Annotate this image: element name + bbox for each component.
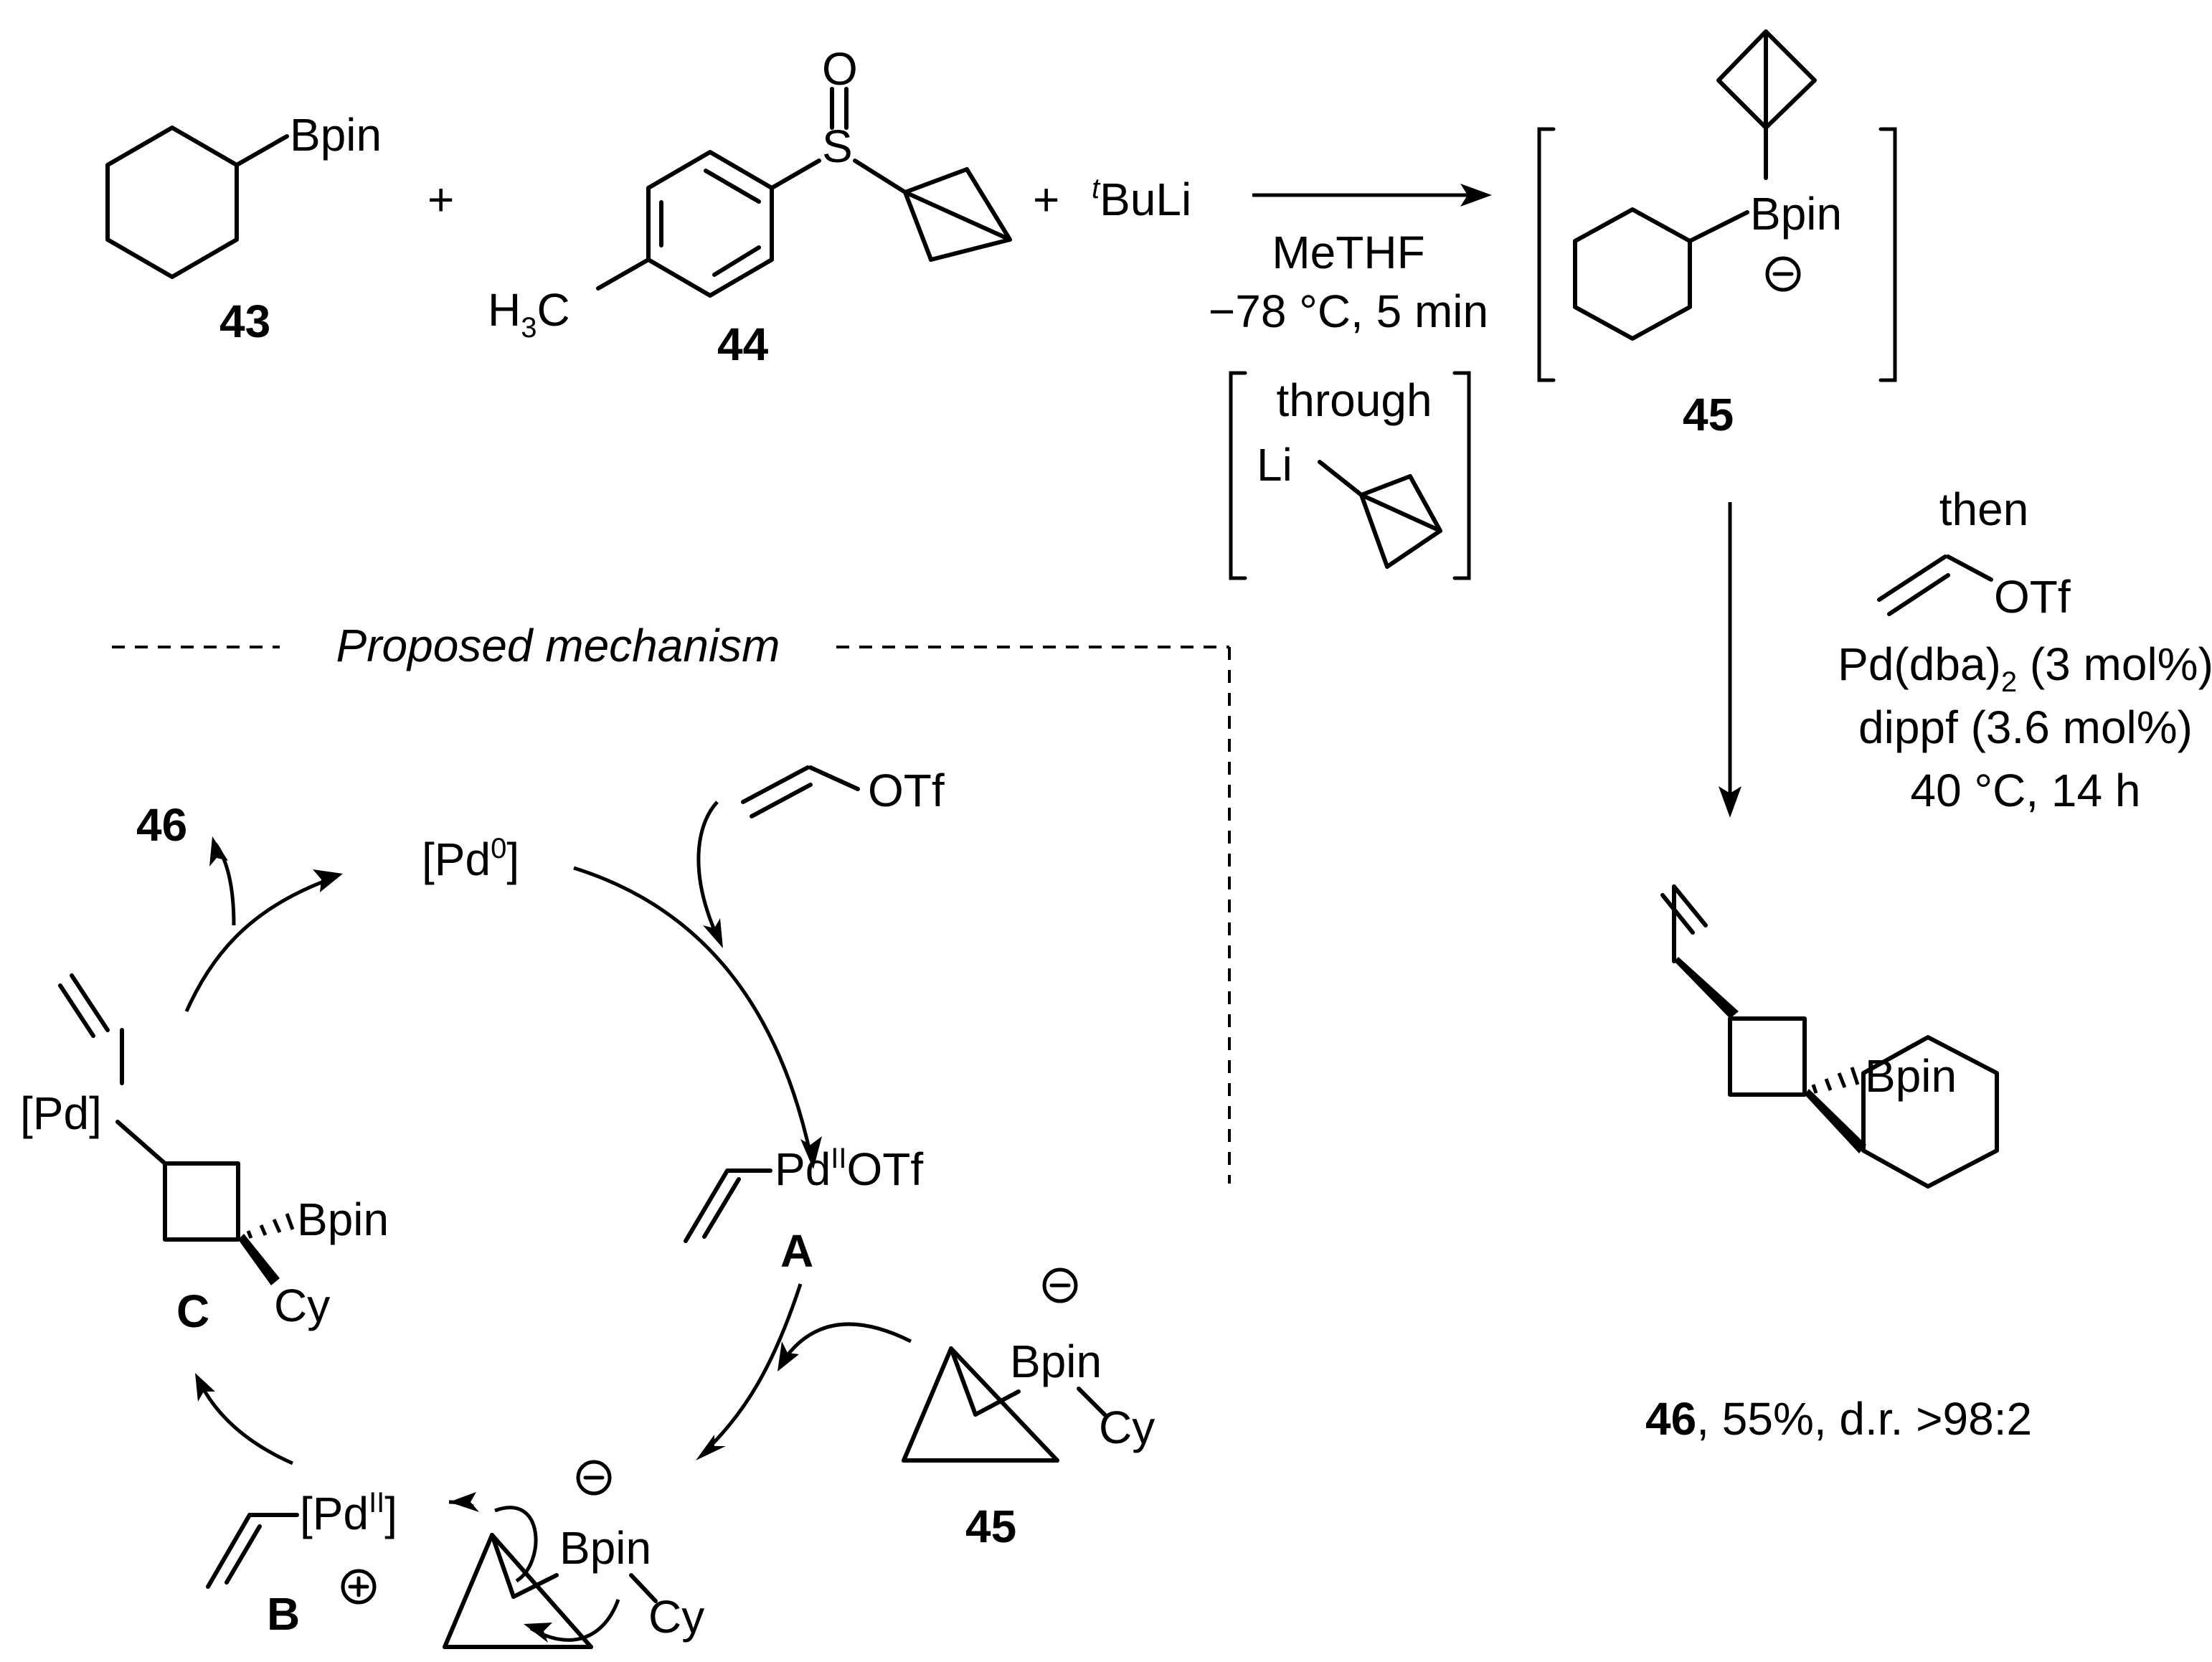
oxidative-addition-arrow	[573, 801, 822, 1169]
plus-sign-1: +	[427, 174, 454, 225]
bpin-label-46: Bpin	[1865, 1050, 1957, 1102]
conditions-then: then	[1939, 483, 2029, 535]
compound-45-label: 45	[1683, 389, 1734, 440]
boronate-complex-b	[443, 1460, 658, 1649]
bpin-label-43: Bpin	[290, 109, 382, 161]
intermediate-b-structure	[206, 1513, 377, 1605]
product-46-structure	[1660, 884, 1999, 1189]
compound-46-mech-label: 46	[136, 799, 187, 851]
pd0-label: [Pd0]	[422, 833, 519, 885]
compound-44-label: 44	[717, 318, 769, 370]
product-release-arrow	[184, 836, 343, 1013]
reaction-arrow-1	[1252, 184, 1492, 207]
vinyl-triflate-mech	[741, 765, 860, 818]
compound-45-structure	[1537, 29, 1897, 382]
pd-b-label: [PdII]	[300, 1487, 397, 1539]
bpin-label-45: Bpin	[1750, 188, 1842, 240]
mechanism-divider	[112, 646, 1231, 1184]
sulfur-label: S	[822, 121, 853, 172]
conditions-ligand: dippf (3.6 mol%)	[1858, 702, 2193, 753]
otf-label-reagent: OTf	[1994, 571, 2071, 623]
conditions-solvent: MeTHF	[1272, 227, 1424, 278]
intermediate-b-label: B	[267, 1588, 300, 1640]
bpin-label-b: Bpin	[559, 1522, 651, 1574]
cy-label-b: Cy	[648, 1591, 704, 1643]
compound-45-mech-label: 45	[965, 1501, 1016, 1552]
intermediate-c-structure	[58, 973, 295, 1285]
compound-43-structure	[105, 126, 289, 279]
conditions-temp2: 40 °C, 14 h	[1911, 765, 2141, 816]
mechanism-title: Proposed mechanism	[336, 620, 780, 671]
otf-label-mech: OTf	[868, 765, 945, 816]
pd-c-label: [Pd]	[20, 1087, 102, 1139]
oxygen-label: O	[822, 43, 858, 95]
compound-43-label: 43	[219, 296, 270, 347]
compound-45-mech-structure	[902, 1267, 1107, 1463]
transmetalation-arrow	[696, 1283, 912, 1460]
through-label: through	[1276, 374, 1432, 426]
conditions-temp-time: −78 °C, 5 min	[1209, 285, 1488, 337]
bpin-label-c: Bpin	[297, 1194, 389, 1245]
lithium-label: Li	[1257, 439, 1292, 491]
intermediate-c-label: C	[176, 1285, 209, 1337]
intermediate-a-structure	[684, 1168, 772, 1243]
result-line: 46, 55%, d.r. >98:2	[1645, 1393, 2032, 1445]
intermediate-a-label: A	[780, 1225, 813, 1277]
reductive-arrow	[195, 1373, 294, 1465]
tbuli-label: tBuLi	[1092, 173, 1191, 225]
pd-a-label: PdIIOTf	[775, 1143, 923, 1195]
plus-sign-2: +	[1033, 174, 1059, 225]
cy-label-c: Cy	[274, 1280, 330, 1331]
vinyl-triflate-reagent	[1877, 554, 1993, 616]
through-bracket	[1229, 371, 1471, 580]
cy-label-45-mech: Cy	[1099, 1402, 1155, 1453]
reaction-arrow-2	[1719, 502, 1741, 818]
methyl-label: H3C	[488, 284, 570, 344]
conditions-catalyst: Pd(dba)2 (3 mol%)	[1838, 638, 2212, 698]
bpin-label-45-mech: Bpin	[1010, 1336, 1102, 1387]
compound-44-structure	[596, 87, 1012, 298]
